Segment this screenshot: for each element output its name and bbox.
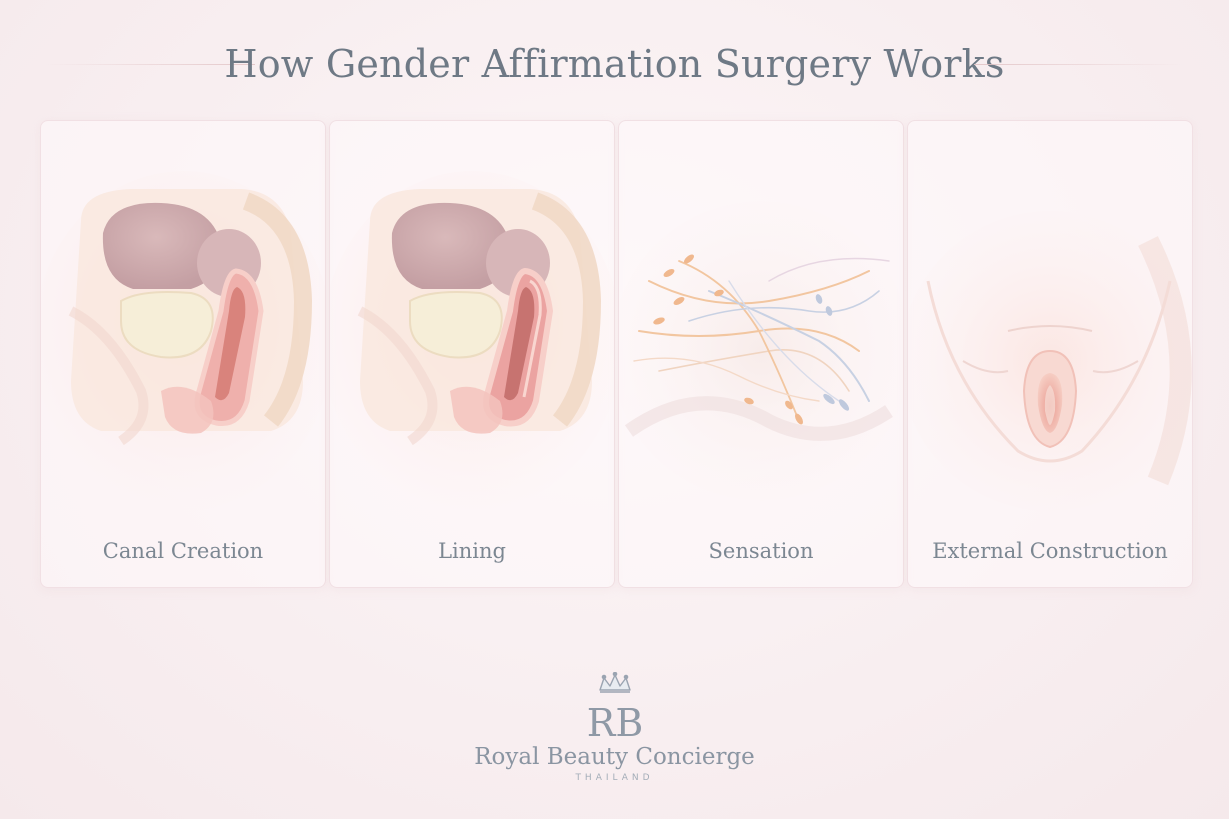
title-divider-left — [45, 64, 255, 65]
title-divider-right — [974, 64, 1184, 65]
panel-label: External Construction — [932, 539, 1168, 563]
panel-sensation: Sensation — [618, 120, 904, 588]
panel-label: Canal Creation — [102, 539, 264, 563]
steps-panels: Canal Creation — [40, 120, 1193, 588]
panel-label: Sensation — [708, 539, 814, 563]
panel-label: Lining — [438, 539, 506, 563]
crown-monogram-logo: RB — [587, 672, 644, 744]
brand-footer: RB Royal Beauty Concierge THAILAND — [0, 672, 1229, 792]
pelvic-anatomy-canal-illustration — [41, 171, 325, 511]
panel-canal-creation: Canal Creation — [40, 120, 326, 588]
title-row: How Gender Affirmation Surgery Works — [0, 38, 1229, 94]
brand-monogram: RB — [587, 701, 644, 744]
brand-subtitle: THAILAND — [575, 773, 654, 783]
external-anatomy-illustration — [908, 211, 1192, 511]
panel-external-construction: External Construction — [907, 120, 1193, 588]
pelvic-anatomy-lining-illustration — [330, 171, 614, 511]
panel-lining: Lining — [329, 120, 615, 588]
brand-name: Royal Beauty Concierge — [474, 744, 755, 770]
nerve-network-illustration — [619, 201, 903, 501]
page-title: How Gender Affirmation Surgery Works — [224, 42, 1005, 86]
